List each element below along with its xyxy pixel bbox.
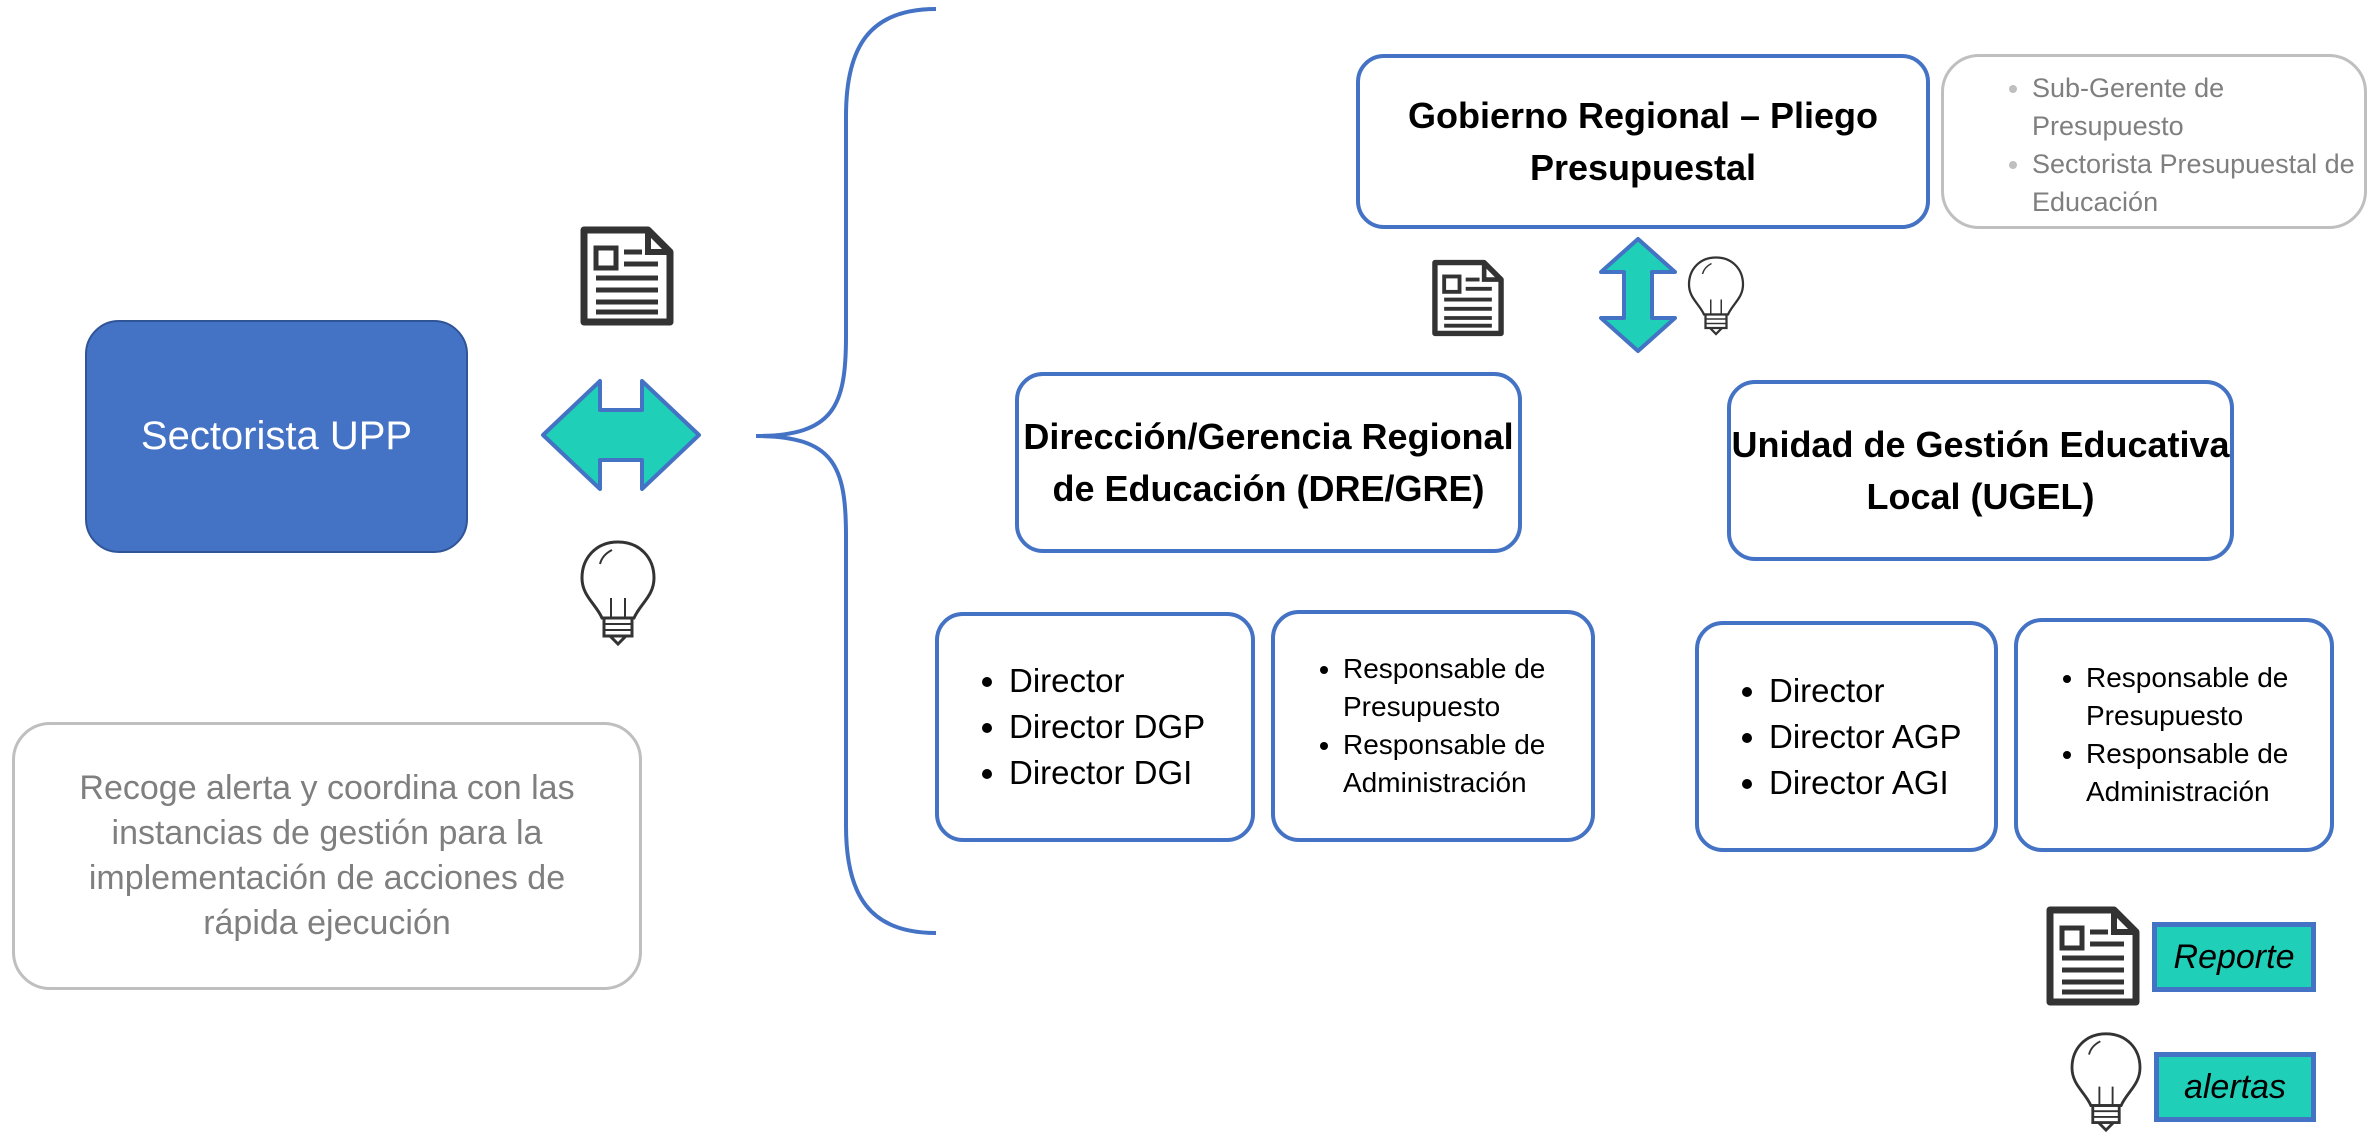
coordination-note: Recoge alerta y coordina con las instanc… [12, 722, 642, 990]
ugel-directors-box: Director Director AGP Director AGI [1695, 621, 1998, 852]
lightbulb-icon [2070, 1032, 2142, 1133]
legend-report-label: Reporte [2173, 937, 2295, 976]
list-item: Sub-Gerente de Presupuesto [2032, 69, 2364, 145]
list-item: Director DGI [1009, 750, 1205, 796]
dre-box: Dirección/Gerencia Regional de Educación… [1015, 372, 1522, 553]
dre-responsables-box: Responsable de Presupuesto Responsable d… [1271, 610, 1595, 842]
ugel-box: Unidad de Gestión Educativa Local (UGEL) [1727, 380, 2234, 561]
lightbulb-icon [580, 540, 656, 647]
list-item: Director AGI [1769, 760, 1962, 806]
list-item: Sectorista Presupuestal de Educación [2032, 145, 2364, 221]
list-item: Responsable de Presupuesto [2086, 659, 2330, 735]
list-item: Director [1769, 668, 1962, 714]
legend-report-tag: Reporte [2152, 922, 2316, 992]
sectorista-upp-box: Sectorista UPP [85, 320, 468, 553]
ugel-title: Unidad de Gestión Educativa Local (UGEL) [1731, 423, 2230, 517]
list-item: Responsable de Administración [2086, 735, 2330, 811]
document-icon [580, 226, 674, 326]
ugel-responsables-box: Responsable de Presupuesto Responsable d… [2014, 618, 2334, 852]
list-item: Director AGP [1769, 714, 1962, 760]
gobierno-roles-box: Sub-Gerente de Presupuesto Sectorista Pr… [1941, 54, 2367, 229]
document-icon [1432, 259, 1504, 337]
list-item: Responsable de Presupuesto [1343, 650, 1591, 726]
legend-alert-label: alertas [2183, 1067, 2287, 1106]
gobierno-regional-title: Gobierno Regional – Pliego Presupuestal [1407, 94, 1879, 188]
coordination-note-text: Recoge alerta y coordina con las instanc… [79, 769, 575, 942]
double-arrow-icon [1599, 237, 1677, 353]
brace [755, 7, 937, 935]
dre-directors-box: Director Director DGP Director DGI [935, 612, 1255, 842]
lightbulb-icon [1687, 256, 1745, 336]
legend-alert-tag: alertas [2154, 1052, 2316, 1122]
dre-title: Dirección/Gerencia Regional de Educación… [1023, 415, 1514, 509]
gobierno-regional-box: Gobierno Regional – Pliego Presupuestal [1356, 54, 1930, 229]
list-item: Director [1009, 658, 1205, 704]
list-item: Director DGP [1009, 704, 1205, 750]
document-icon [2046, 906, 2140, 1006]
sectorista-upp-label: Sectorista UPP [140, 414, 413, 458]
list-item: Responsable de Administración [1343, 726, 1591, 802]
double-arrow-icon [541, 379, 701, 491]
